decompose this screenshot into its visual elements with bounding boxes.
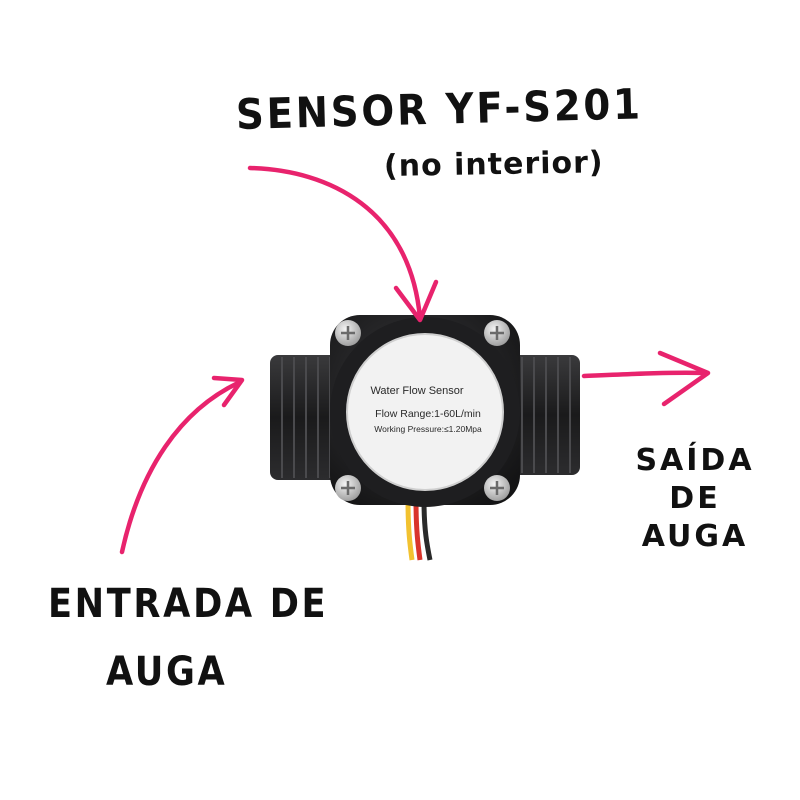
outlet-label-line1: SAÍDA bbox=[635, 443, 755, 478]
sensor-wires bbox=[405, 499, 433, 561]
outlet-label-line3: AUGA bbox=[641, 519, 749, 554]
outlet-thread bbox=[510, 355, 580, 475]
sensor-body: Water Flow Sensor Flow Range:1-60L/min W… bbox=[330, 315, 520, 507]
dial-flow-range: Flow Range:1-60L/min bbox=[375, 408, 481, 420]
outlet-label-line2: DE bbox=[669, 481, 721, 516]
arrow-icon bbox=[119, 375, 245, 555]
dial-working-pressure: Working Pressure:≤1.20Mpa bbox=[374, 424, 482, 434]
screw-icon bbox=[335, 475, 361, 501]
screw-icon bbox=[335, 320, 361, 346]
wire-red bbox=[413, 499, 423, 561]
arrow-icon bbox=[247, 165, 439, 323]
screw-icon bbox=[484, 475, 510, 501]
inlet-label-line1: ENTRADA DE bbox=[48, 581, 329, 627]
sensor-note: (no interior) bbox=[383, 145, 604, 184]
sensor-label: SENSOR YF-S201 bbox=[235, 79, 644, 139]
inlet-thread bbox=[270, 355, 340, 480]
wire-yellow bbox=[405, 499, 415, 561]
dial-title: Water Flow Sensor bbox=[370, 385, 463, 397]
sensor-dial bbox=[346, 333, 504, 491]
wire-black bbox=[421, 499, 433, 561]
screw-icon bbox=[484, 320, 510, 346]
arrow-icon bbox=[581, 350, 711, 407]
inlet-label-line2: AUGA bbox=[106, 649, 228, 695]
